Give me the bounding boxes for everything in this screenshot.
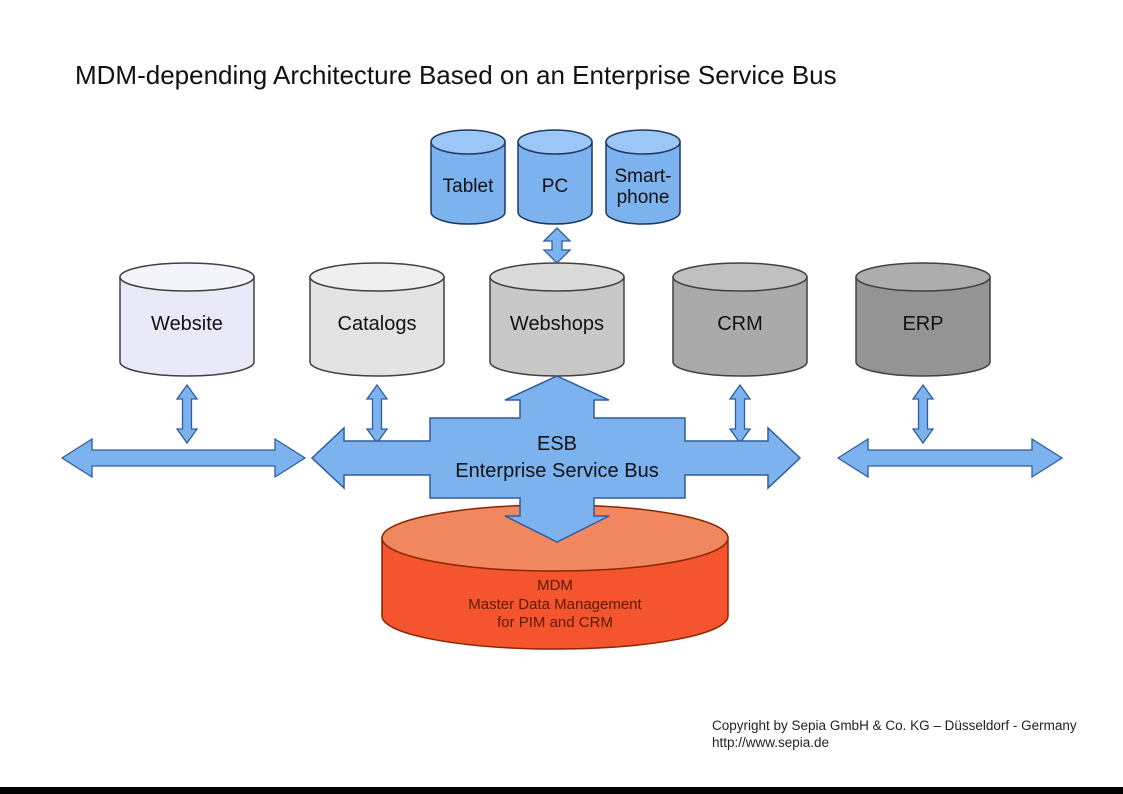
smartphone-cylinder-body [605,141,681,225]
tablet-cylinder [430,129,506,225]
bottom-edge-bar [0,787,1123,794]
erp-cylinder-body [855,276,991,377]
erp-cylinder-top [855,262,991,292]
erp-bus-arrow [911,383,935,445]
pc-cylinder-top [517,129,593,155]
crm-label: CRM [717,313,763,335]
mdm-scope-label: for PIM and CRM [497,614,613,631]
copyright-text: Copyright by Sepia GmbH & Co. KG – Düsse… [712,718,1077,733]
tablet-cylinder-top [430,129,506,155]
tablet-label: Tablet [443,176,494,197]
website-bus-arrow [175,383,199,445]
catalogs-bus-arrow [365,383,389,445]
catalogs-cylinder [309,262,445,377]
catalogs-cylinder-top [309,262,445,292]
esb-abbr-label: ESB [537,433,577,455]
page-title: MDM-depending Architecture Based on an E… [75,60,837,90]
website-cylinder-top [119,262,255,292]
website-label: Website [151,313,223,335]
copyright-url: http://www.sepia.de [712,735,829,750]
esb-name-label: Enterprise Service Bus [455,460,658,482]
erp-cylinder [855,262,991,377]
tablet-cylinder-body [430,141,506,225]
website-cylinder-body [119,276,255,377]
pc-webshops-arrow [542,227,572,264]
crm-cylinder-body [672,276,808,377]
pc-cylinder-body [517,141,593,225]
erp-label: ERP [902,313,943,335]
mdm-name-label: Master Data Management [468,596,642,613]
crm-cylinder [672,262,808,377]
esb-cross-arrow [310,375,802,543]
catalogs-label: Catalogs [338,313,417,335]
bus-right-arrow [836,437,1064,479]
webshops-label: Webshops [510,313,604,335]
webshops-cylinder-body [489,276,625,377]
website-cylinder [119,262,255,377]
system-bus-connectors [175,383,935,445]
crm-cylinder-top [672,262,808,292]
webshops-cylinder-top [489,262,625,292]
smartphone-cylinder [605,129,681,225]
smartphone-label-line2: phone [617,187,670,208]
mdm-abbr-label: MDM [537,577,573,594]
crm-bus-arrow [728,383,752,445]
smartphone-label-line1: Smart- [615,166,672,187]
smartphone-cylinder-top [605,129,681,155]
pc-label: PC [542,176,568,197]
catalogs-cylinder-body [309,276,445,377]
pc-cylinder [517,129,593,225]
bus-left-arrow [60,437,307,479]
webshops-cylinder [489,262,625,377]
